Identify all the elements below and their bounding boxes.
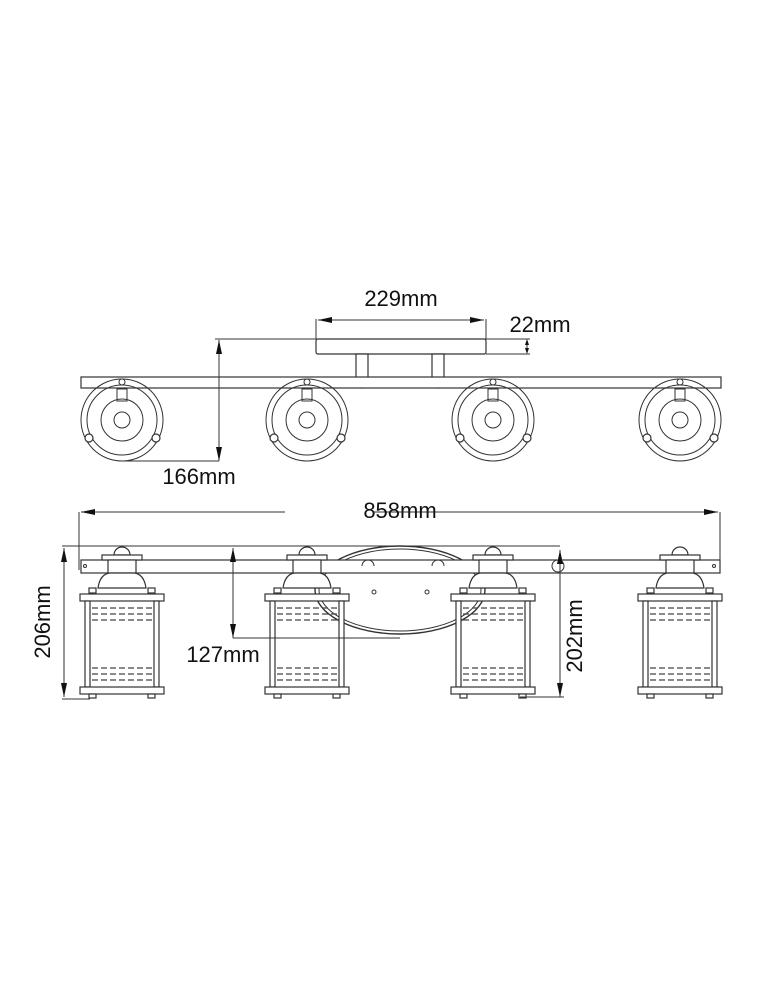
dimension-backplate-height: 127mm [186,548,400,667]
label-206mm: 206mm [30,585,55,658]
dimension-backplate-depth: 22mm [215,312,571,355]
lamp-mount-3 [451,378,535,462]
dimension-lantern-height: 202mm [520,550,587,698]
bar-top [80,376,722,389]
lamp-mount-1 [80,378,164,462]
lantern-1 [79,546,165,699]
label-202mm: 202mm [562,599,587,672]
backplate-top [315,338,487,355]
lantern-3 [450,546,536,699]
bar-front [80,559,721,574]
lamp-mount-2 [265,378,349,462]
dimension-backplate-width: 229mm [315,286,487,339]
dimension-projection: 166mm [122,340,236,489]
label-127mm: 127mm [186,642,259,667]
front-view: 858mm [30,498,723,700]
dimension-overall-width: 858mm [78,498,721,570]
label-229mm: 229mm [364,286,437,311]
lamp-mount-4 [638,378,722,462]
label-22mm: 22mm [509,312,570,337]
lantern-2 [264,546,350,699]
dimension-overall-height: 206mm [30,545,560,700]
label-166mm: 166mm [162,464,235,489]
top-view: 229mm 22mm 166mm [80,286,722,489]
label-858mm: 858mm [363,498,436,523]
lantern-4 [637,546,723,699]
